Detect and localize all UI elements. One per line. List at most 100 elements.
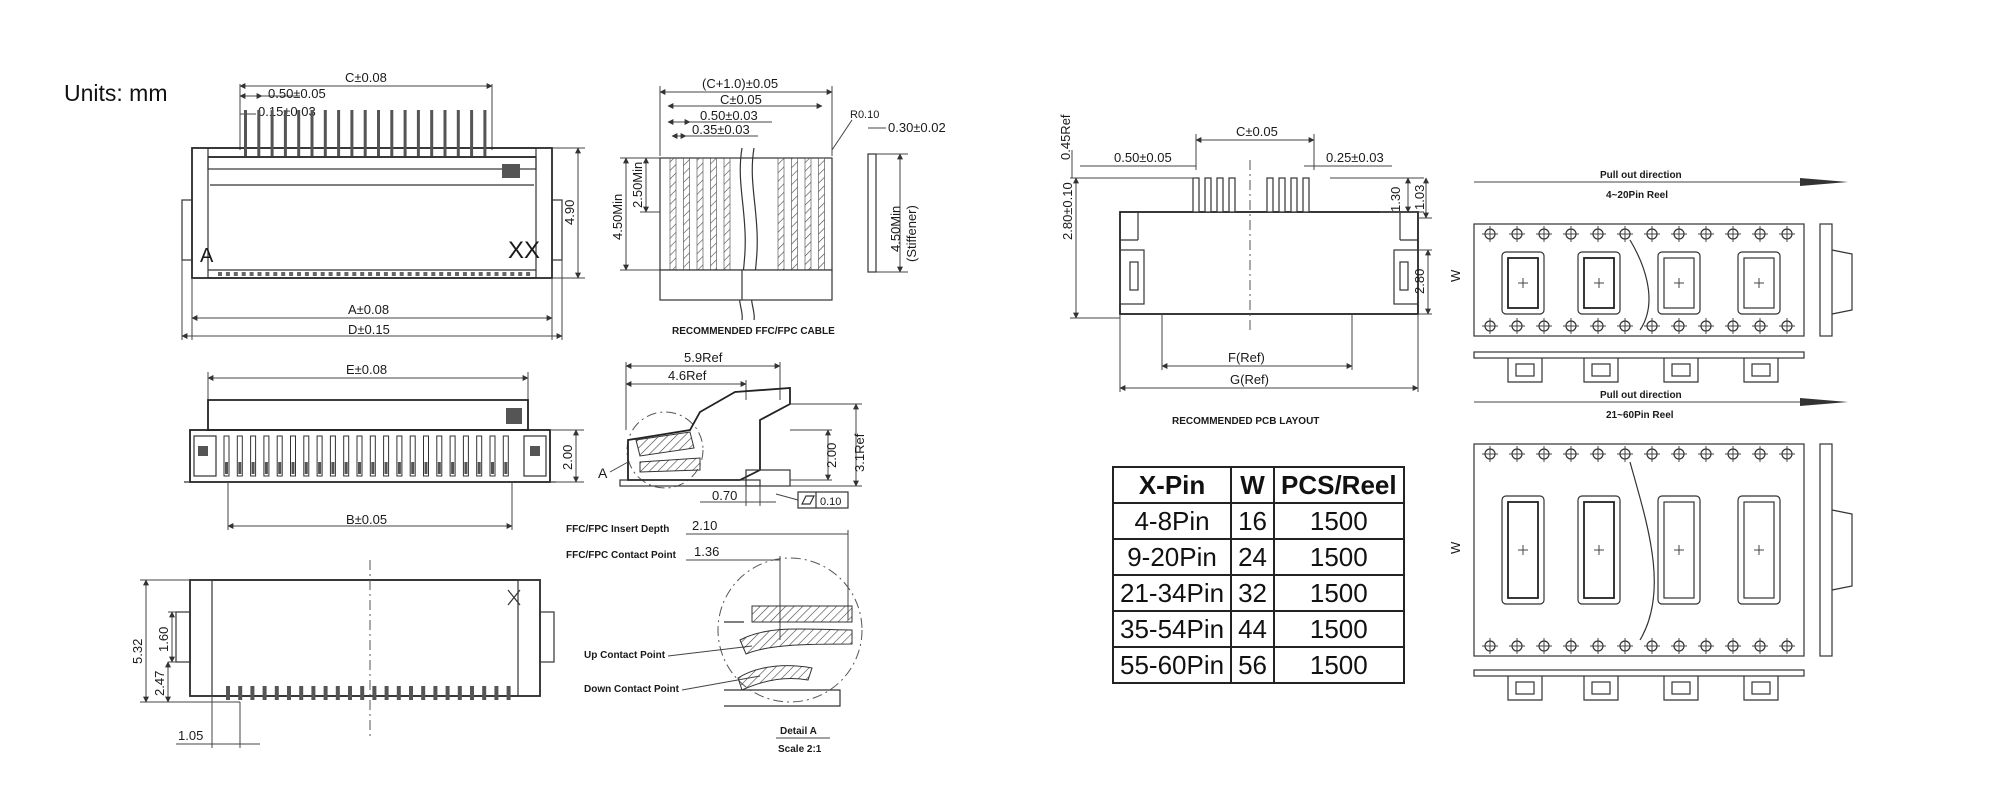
mark-a: A <box>200 245 214 267</box>
top-pin <box>449 435 456 477</box>
dim-cable-width: 0.35±0.03 <box>692 122 750 137</box>
reel2-label: 21~60Pin Reel <box>1606 410 1674 421</box>
front-pin <box>377 110 380 156</box>
insert-depth-value: 2.10 <box>692 518 717 533</box>
front-tooth <box>494 272 499 276</box>
top-pin <box>316 435 323 477</box>
dim-cable-pitch: 0.50±0.03 <box>700 108 758 123</box>
front-tooth <box>470 272 475 276</box>
bottom-tooth <box>372 686 377 700</box>
front-tooth <box>218 272 222 276</box>
bottom-tooth <box>506 686 511 700</box>
cell-pin: 4-8Pin <box>1111 502 1233 540</box>
pcb-caption: RECOMMENDED PCB LAYOUT <box>1172 416 1319 427</box>
tape-pocket <box>1663 358 1699 383</box>
reel1-direction: Pull out direction <box>1600 170 1682 181</box>
carrier-pocket <box>1737 251 1781 315</box>
front-tooth <box>297 272 301 276</box>
cable-conductor <box>791 157 798 271</box>
bottom-tooth <box>384 686 389 700</box>
reel1-w: W <box>1448 269 1463 282</box>
front-view: C±0.08 0.50±0.05 0.15±0.03 A XX 4.90 <box>181 70 585 340</box>
pcb-dim-1-30: 1.30 <box>1388 187 1403 212</box>
cell-w: 16 <box>1230 502 1275 540</box>
tape-pocket <box>1507 676 1543 701</box>
cell-pin: 35-54Pin <box>1111 610 1233 648</box>
dim-side-2-00: 2.00 <box>824 443 839 468</box>
bottom-tooth <box>348 686 352 700</box>
front-pin <box>456 110 460 156</box>
cell-pin: 9-20Pin <box>1111 538 1233 576</box>
detail-a: FFC/FPC Insert Depth 2.10 FFC/FPC Contac… <box>566 518 863 755</box>
bottom-tooth <box>311 686 316 700</box>
dim-stiffener: 4.50Min <box>888 206 903 252</box>
dim-c-cable: C±0.05 <box>720 92 762 107</box>
bottom-tooth <box>445 686 450 700</box>
top-pin <box>476 435 483 477</box>
dim-top-height: 2.00 <box>560 445 575 470</box>
table-row: 35-54Pin 44 1500 <box>1111 610 1405 648</box>
connector-part <box>1743 501 1775 599</box>
cell-pcs: 1500 <box>1273 502 1405 540</box>
top-pin-foot <box>318 462 322 474</box>
front-tooth <box>399 272 404 276</box>
bottom-tooth <box>396 686 401 700</box>
pcb-layout: C±0.05 0.50±0.05 0.25±0.03 0.45Ref 2.80±… <box>1058 114 1432 427</box>
top-pin-foot <box>464 462 468 474</box>
front-pin <box>350 110 354 156</box>
cell-pcs: 1500 <box>1273 574 1405 612</box>
front-tooth <box>304 272 309 276</box>
top-pin <box>263 435 270 477</box>
dim-3-1ref: 3.1Ref <box>852 433 867 472</box>
top-pin <box>236 435 243 477</box>
table-row: 21-34Pin 32 1500 <box>1111 574 1405 612</box>
top-pin-foot <box>477 462 481 474</box>
bottom-tooth <box>238 686 243 700</box>
front-tooth <box>328 272 333 276</box>
top-pin <box>329 435 336 477</box>
cable-conductor <box>696 157 704 271</box>
header-x-pin: X-Pin <box>1111 466 1233 504</box>
tape-part <box>1671 681 1691 695</box>
cable-conductor <box>818 157 825 271</box>
front-tooth <box>486 272 491 276</box>
bottom-tooth <box>409 686 413 700</box>
top-pin <box>356 435 363 477</box>
carrier-pocket <box>1577 495 1621 605</box>
front-tooth <box>368 272 373 276</box>
cell-w: 44 <box>1230 610 1275 648</box>
top-pin-foot <box>397 462 401 474</box>
carrier-pocket <box>1737 495 1781 605</box>
cable-conductor <box>777 157 785 271</box>
front-tooth <box>352 272 357 276</box>
front-tooth <box>526 272 531 276</box>
side-view: 5.9Ref 4.6Ref 2.00 3.1Ref 0.70 0.10 A <box>598 350 867 509</box>
front-tooth <box>273 272 278 276</box>
top-pin-foot <box>291 462 295 474</box>
connector-part <box>1663 257 1695 309</box>
bottom-tooth <box>323 686 328 700</box>
pcb-dim-1-03: 1.03 <box>1412 185 1427 210</box>
bottom-tooth <box>250 686 255 700</box>
front-pin <box>323 110 327 156</box>
dim-pitch: 0.50±0.05 <box>268 86 326 101</box>
top-pin-foot <box>451 462 455 474</box>
dim-0-70: 0.70 <box>712 488 737 503</box>
reel-views: Pull out direction 4~20Pin Reel W Pull o… <box>1448 170 1853 701</box>
cable-conductor <box>669 157 677 271</box>
front-tooth <box>383 272 388 276</box>
tape-part <box>1591 681 1611 695</box>
pcb-pad <box>1216 177 1224 213</box>
top-pin-foot <box>358 462 361 474</box>
front-tooth <box>439 272 444 276</box>
cell-pin: 21-34Pin <box>1111 574 1233 612</box>
front-tooth <box>415 272 420 276</box>
top-pin <box>502 435 509 477</box>
pcb-dim-pitch: 0.50±0.05 <box>1114 150 1172 165</box>
dim-thickness: 0.30±0.02 <box>888 120 946 135</box>
up-contact-label: Up Contact Point <box>584 650 666 661</box>
front-pin <box>257 110 261 156</box>
tape-part <box>1671 363 1691 377</box>
bottom-tooth <box>274 686 279 700</box>
dim-b: B±0.05 <box>346 512 387 527</box>
